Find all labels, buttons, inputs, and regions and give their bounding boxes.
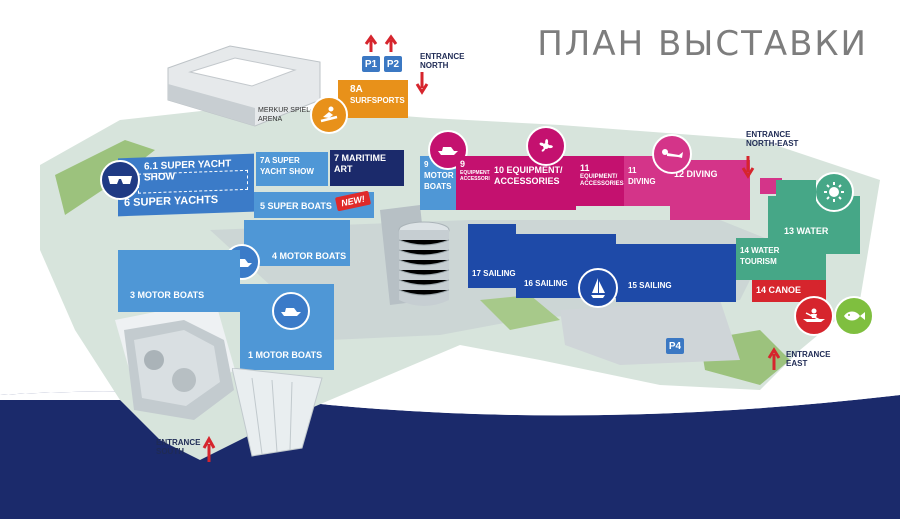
hall-12-label: 12 DIVING (674, 169, 718, 179)
entrance-south-label: ENTRANCE SOUTH (156, 438, 201, 456)
sun-icon (814, 172, 854, 212)
hall-11a-num: 11 (580, 163, 590, 173)
diver-icon (652, 134, 692, 174)
entrance-south-building (124, 320, 234, 420)
hall-6-label: 6 SUPER YACHTS (124, 193, 219, 210)
parking-p2: P2 (384, 56, 402, 72)
entrance-north-arrow (415, 72, 429, 95)
hall-9-equipment[interactable]: 9 EQUIPMENT/ ACCESSORIES (456, 156, 497, 210)
hall-16-label: 16 SAILING (524, 279, 568, 288)
hall-10-label: 10 EQUIPMENT/ ACCESSORIES (494, 165, 563, 186)
hall-11-equipment[interactable]: 11 EQUIPMENT/ ACCESSORIES (576, 156, 624, 206)
hall-13-tourism-block (776, 180, 816, 202)
surfer-icon (310, 96, 348, 134)
hall-4-motor-boats[interactable]: 4 MOTOR BOATS (244, 220, 350, 266)
hall-11a-label: EQUIPMENT/ ACCESSORIES (580, 174, 624, 187)
hall-9b-num: 9 (460, 159, 466, 169)
hall-9b-label: EQUIPMENT/ ACCESSORIES (460, 170, 497, 182)
motorboat-icon-hall-9 (428, 130, 468, 170)
hall-9a-label: 9 MOTOR BOATS (424, 160, 454, 191)
hall-7a-label: 7a SUPER YACHT SHOW (260, 156, 314, 176)
sunglasses-icon (100, 160, 140, 200)
hall-8a-surfsports[interactable]: 8a SURFSPORTS (338, 80, 408, 118)
hall-7a-super-yacht-show[interactable]: 7a SUPER YACHT SHOW (256, 152, 328, 186)
arena-label: MERKUR SPIEL-ARENA (258, 107, 313, 123)
page-title: ПЛАН ВЫСТАВКИ (537, 24, 868, 64)
hall-3-label: 3 MOTOR BOATS (130, 290, 205, 300)
hall-15-label: 15 SAILING (628, 281, 672, 290)
hall-14-water-tourism[interactable]: 14 WATER TOURISM (736, 238, 826, 280)
hall-8a-label: SURFSPORTS (350, 96, 405, 105)
hall-7-label: 7 MARITIME ART (334, 153, 387, 174)
fish-icon (834, 296, 874, 336)
hall-4-label: 4 MOTOR BOATS (272, 251, 347, 261)
hall-1-canopy (232, 368, 323, 457)
hall-14b-label: 14 CANOE (756, 285, 802, 295)
hall-6-1-area (138, 169, 248, 194)
entrance-south-arrow (202, 436, 216, 462)
hall-14a-label: 14 WATER TOURISM (740, 246, 780, 266)
central-tower (398, 221, 450, 306)
hall-7-maritime-art[interactable]: 7 MARITIME ART (330, 150, 404, 186)
hall-17-sailing[interactable]: 17 SAILING (468, 224, 516, 288)
hall-8a-num: 8a (350, 84, 363, 95)
propeller-icon (526, 126, 566, 166)
parking-p4: P4 (666, 338, 684, 354)
merkur-spiel-arena-building (167, 45, 321, 127)
entrance-north-label: ENTRANCE NORTH (420, 52, 465, 70)
parking-p1: P1 (362, 56, 380, 72)
hall-10-equipment[interactable]: 10 EQUIPMENT/ ACCESSORIES (490, 156, 576, 210)
motorboat-icon-hall-1 (272, 292, 310, 330)
entrance-east-label: ENTRANCE EAST (786, 350, 831, 368)
entrance-north-east-label: ENTRANCE NORTH-EAST (746, 130, 799, 148)
north-up-arrows (364, 34, 398, 52)
hall-3-motor-boats[interactable]: 3 MOTOR BOATS (118, 250, 240, 312)
canoe-icon (794, 296, 834, 336)
sailboat-icon (578, 268, 618, 308)
hall-17-label: 17 SAILING (472, 269, 516, 278)
hall-11b-label: 11 DIVING (628, 166, 656, 186)
hall-1-label: 1 MOTOR BOATS (248, 350, 323, 360)
hall-5-label: 5 SUPER BOATS (260, 201, 332, 211)
entrance-north-east-arrow (741, 156, 755, 179)
entrance-east-arrow (767, 347, 781, 370)
hall-15-sailing[interactable]: 15 SAILING (616, 244, 736, 302)
